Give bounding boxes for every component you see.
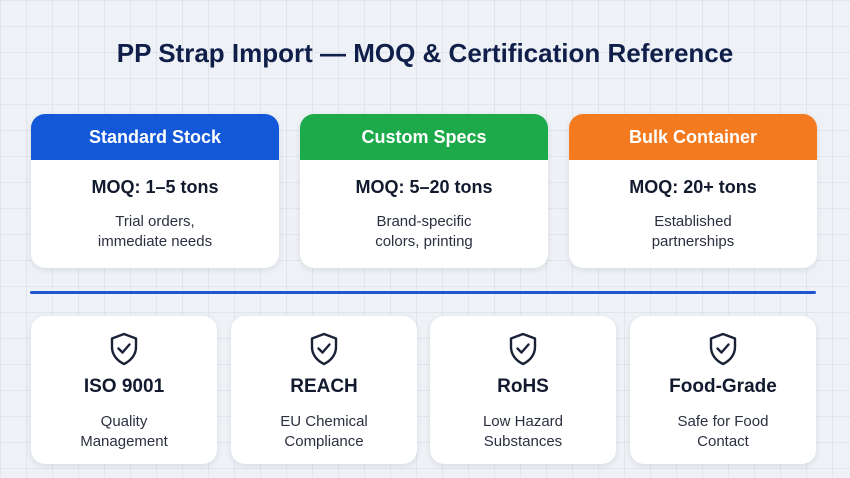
tier-description: Established partnerships	[569, 212, 817, 252]
cert-description: EU Chemical Compliance	[231, 412, 417, 452]
cert-card-rohs: RoHS Low Hazard Substances	[430, 316, 616, 464]
shield-check-icon	[110, 332, 138, 366]
cert-description: Low Hazard Substances	[430, 412, 616, 452]
cert-card-iso-9001: ISO 9001 Quality Management	[31, 316, 217, 464]
shield-check-icon	[709, 332, 737, 366]
section-divider	[30, 291, 816, 294]
tier-description: Brand-specific colors, printing	[300, 212, 548, 252]
cert-name: RoHS	[497, 376, 549, 397]
shield-check-icon	[509, 332, 537, 366]
cert-description: Safe for Food Contact	[630, 412, 816, 452]
cert-description-line: EU Chemical	[280, 413, 368, 430]
cert-description-line: Substances	[483, 433, 563, 450]
tier-header: Standard Stock	[31, 114, 279, 160]
tier-moq: MOQ: 1–5 tons	[91, 177, 219, 197]
cert-card-food-grade: Food-Grade Safe for Food Contact	[630, 316, 816, 464]
cert-card-reach: REACH EU Chemical Compliance	[231, 316, 417, 464]
tier-description-line: Established	[654, 213, 732, 230]
tier-card-custom-specs: Custom Specs MOQ: 5–20 tons Brand-specif…	[300, 114, 548, 268]
cert-name: ISO 9001	[83, 376, 165, 397]
cert-description-line: Contact	[697, 433, 749, 450]
cert-description-line: Management	[80, 433, 168, 450]
tier-description-line: immediate needs	[97, 233, 213, 250]
cert-description-line: Safe for Food	[677, 413, 769, 430]
tier-moq: MOQ: 5–20 tons	[355, 177, 493, 197]
cert-description: Quality Management	[31, 412, 217, 452]
tier-description: Trial orders, immediate needs	[31, 212, 279, 252]
tier-card-standard-stock: Standard Stock MOQ: 1–5 tons Trial order…	[31, 114, 279, 268]
shield-check-icon	[310, 332, 338, 366]
cert-name: REACH	[290, 376, 358, 397]
tier-card-bulk-container: Bulk Container MOQ: 20+ tons Established…	[569, 114, 817, 268]
tier-header: Custom Specs	[300, 114, 548, 160]
tier-description-line: Brand-specific	[376, 213, 472, 230]
cert-description-line: Compliance	[284, 433, 364, 450]
tier-description-line: partnerships	[651, 233, 735, 250]
cert-description-line: Quality	[100, 413, 148, 430]
cert-name: Food-Grade	[669, 376, 777, 397]
tier-description-line: colors, printing	[375, 233, 473, 250]
tier-moq: MOQ: 20+ tons	[629, 177, 757, 197]
tier-header: Bulk Container	[569, 114, 817, 160]
cert-description-line: Low Hazard	[482, 413, 564, 430]
page-title: PP Strap Import — MOQ & Certification Re…	[116, 38, 734, 68]
tier-description-line: Trial orders,	[115, 213, 195, 230]
